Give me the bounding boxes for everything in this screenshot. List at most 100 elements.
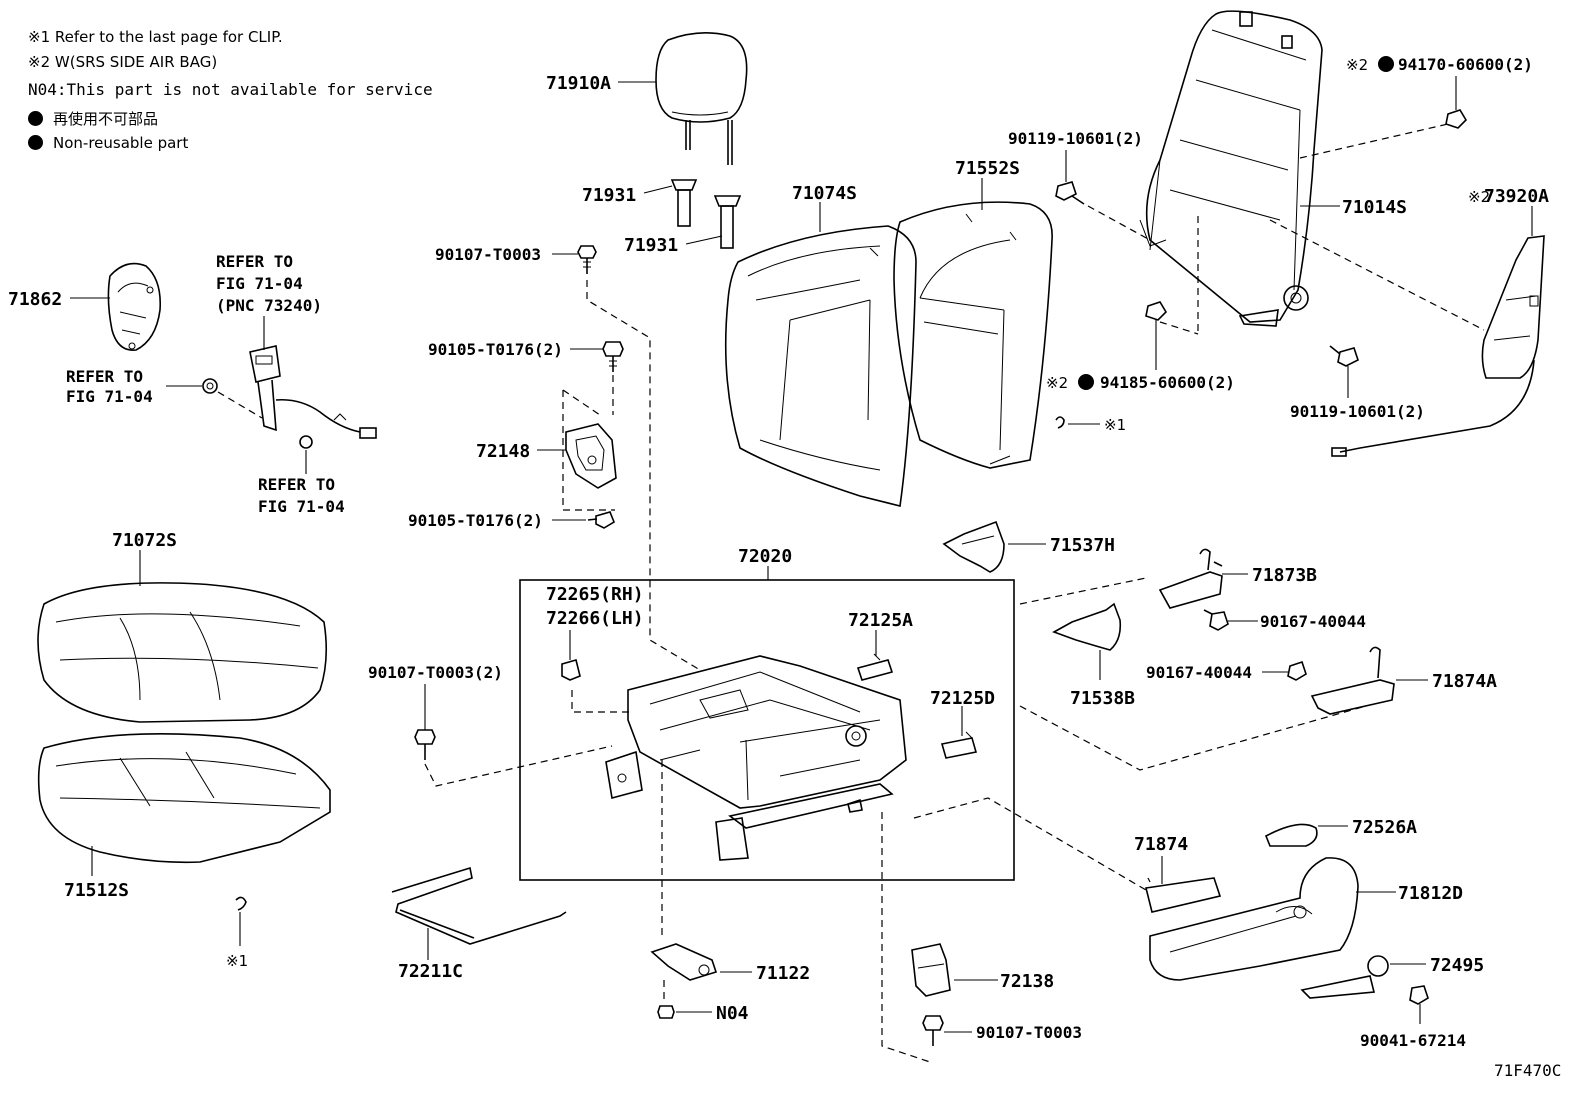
seatback-cover-71074S-drawing: [724, 225, 917, 507]
clip-ref-mark-lower: ※1: [226, 952, 248, 970]
part-90119-10601-upper: 90119-10601(2): [1008, 129, 1143, 148]
figure-id: 71F470C: [1494, 1061, 1561, 1080]
clip-drawing: [202, 378, 218, 394]
filled-dot-icon: [28, 111, 43, 126]
bracket-72125D-drawing: [940, 731, 978, 759]
bolt-drawing: [602, 341, 624, 372]
part-71874A: 71874A: [1432, 671, 1497, 692]
headrest-support-drawing: [670, 179, 742, 249]
cover-71537H-drawing: [942, 520, 1005, 573]
bracket-72125A-drawing: [856, 653, 894, 681]
part-73920A: 73920A: [1484, 186, 1549, 207]
part-72020: 72020: [738, 546, 792, 567]
part-71862: 71862: [8, 289, 62, 310]
headrest-drawing: [655, 32, 748, 165]
part-71931-upper: 71931: [582, 185, 636, 206]
part-71538B: 71538B: [1070, 688, 1135, 709]
knob-72526A-drawing: [1264, 823, 1318, 847]
part-71931-lower: 71931: [624, 235, 678, 256]
note-nonreusable-jp: 再使用不可部品: [28, 108, 158, 129]
side-airbag-mark-73920A: ※2: [1468, 188, 1490, 206]
refer-fig-71-04-pnc-line2: FIG 71-04: [216, 274, 303, 293]
part-72148: 72148: [476, 441, 530, 462]
cover-71873B-drawing: [1158, 548, 1223, 609]
side-airbag-mark-94185: ※2: [1046, 374, 1068, 392]
part-90119-10601-lower: 90119-10601(2): [1290, 402, 1425, 421]
refer-fig-71-04-bottom-line2: FIG 71-04: [258, 497, 345, 516]
part-71812D: 71812D: [1398, 883, 1463, 904]
part-71074S: 71074S: [792, 183, 857, 204]
part-90041-67214: 90041-67214: [1360, 1031, 1466, 1050]
seat-adjuster-frame-drawing: [605, 655, 907, 861]
part-90167-40044-lower: 90167-40044: [1146, 663, 1252, 682]
part-71910A: 71910A: [546, 73, 611, 94]
bracket-71122-drawing: [650, 943, 718, 981]
non-reusable-dot-icon: [1378, 56, 1394, 72]
part-72495: 72495: [1430, 955, 1484, 976]
part-72138: 72138: [1000, 971, 1054, 992]
screw-drawing: [1287, 660, 1307, 681]
seat-belt-buckle-drawing: [249, 345, 377, 449]
note-clip: ※1 Refer to the last page for CLIP.: [28, 28, 283, 46]
cover-71538B-drawing: [1052, 602, 1122, 651]
note-nonreusable-jp-text: 再使用不可部品: [53, 110, 159, 128]
part-N04: N04: [716, 1003, 749, 1024]
part-72265-rh: 72265(RH): [546, 584, 644, 605]
side-shield-71812D-drawing: [1149, 857, 1376, 999]
clip-ref-mark-upper: ※1: [1104, 416, 1126, 434]
cover-71862-drawing: [107, 262, 162, 351]
part-72125A: 72125A: [848, 610, 913, 631]
wire-72211C-drawing: [391, 866, 567, 945]
note-n04: N04:This part is not available for servi…: [28, 80, 433, 99]
part-71552S: 71552S: [955, 158, 1020, 179]
seat-adjuster-box: [519, 579, 1015, 881]
part-90107-T0003-top: 90107-T0003: [435, 245, 541, 264]
cover-71874A-drawing: [1310, 646, 1395, 715]
cushion-pad-71512S-drawing: [37, 732, 331, 864]
refer-fig-71-04-pnc-line3: (PNC 73240): [216, 296, 322, 315]
filled-dot-icon: [28, 135, 43, 150]
nut-drawing: [1145, 301, 1168, 321]
part-72211C: 72211C: [398, 961, 463, 982]
bracket-72265-drawing: [561, 659, 581, 681]
bolt-drawing: [922, 1015, 944, 1046]
part-72266-lh: 72266(LH): [546, 608, 644, 629]
side-airbag-73920A-drawing: [1331, 235, 1545, 457]
part-94185-60600: 94185-60600(2): [1100, 373, 1235, 392]
seatback-frame-71014S-drawing: [1139, 10, 1323, 327]
part-71874: 71874: [1134, 834, 1188, 855]
screw-drawing: [1203, 609, 1229, 631]
cushion-cover-71072S-drawing: [37, 582, 328, 723]
part-71122: 71122: [756, 963, 810, 984]
cover-72138-drawing: [911, 943, 951, 997]
nut-drawing: [1445, 109, 1468, 129]
refer-fig-71-04-bottom-line1: REFER TO: [258, 475, 335, 494]
bolt-drawing: [414, 729, 436, 760]
part-72125D: 72125D: [930, 688, 995, 709]
note-side-airbag: ※2 W(SRS SIDE AIR BAG): [28, 53, 218, 71]
bolt-drawing: [657, 1005, 675, 1019]
part-90107-T0003-bottom: 90107-T0003: [976, 1023, 1082, 1042]
part-94170-60600: 94170-60600(2): [1398, 55, 1533, 74]
bolt-drawing: [587, 511, 615, 529]
part-90105-T0176-lower: 90105-T0176(2): [408, 511, 543, 530]
seatback-pad-71552S-drawing: [893, 201, 1053, 469]
non-reusable-dot-icon: [1078, 374, 1094, 390]
part-71537H: 71537H: [1050, 535, 1115, 556]
part-71873B: 71873B: [1252, 565, 1317, 586]
part-71014S: 71014S: [1342, 197, 1407, 218]
part-72526A: 72526A: [1352, 817, 1417, 838]
part-71512S: 71512S: [64, 880, 129, 901]
cap-72495-drawing: [1367, 955, 1389, 977]
refer-fig-71-04-left-line1: REFER TO: [66, 367, 143, 386]
part-90107-T0003-2: 90107-T0003(2): [368, 663, 503, 682]
bolt-drawing: [577, 245, 597, 274]
note-nonreusable-en-text: Non-reusable part: [53, 134, 189, 152]
note-nonreusable-en: Non-reusable part: [28, 134, 188, 152]
part-90105-T0176-upper: 90105-T0176(2): [428, 340, 563, 359]
bracket-72148-drawing: [565, 423, 617, 489]
refer-fig-71-04-left-line2: FIG 71-04: [66, 387, 153, 406]
bolt-drawing: [1329, 345, 1359, 367]
bolt-drawing: [1055, 181, 1085, 205]
